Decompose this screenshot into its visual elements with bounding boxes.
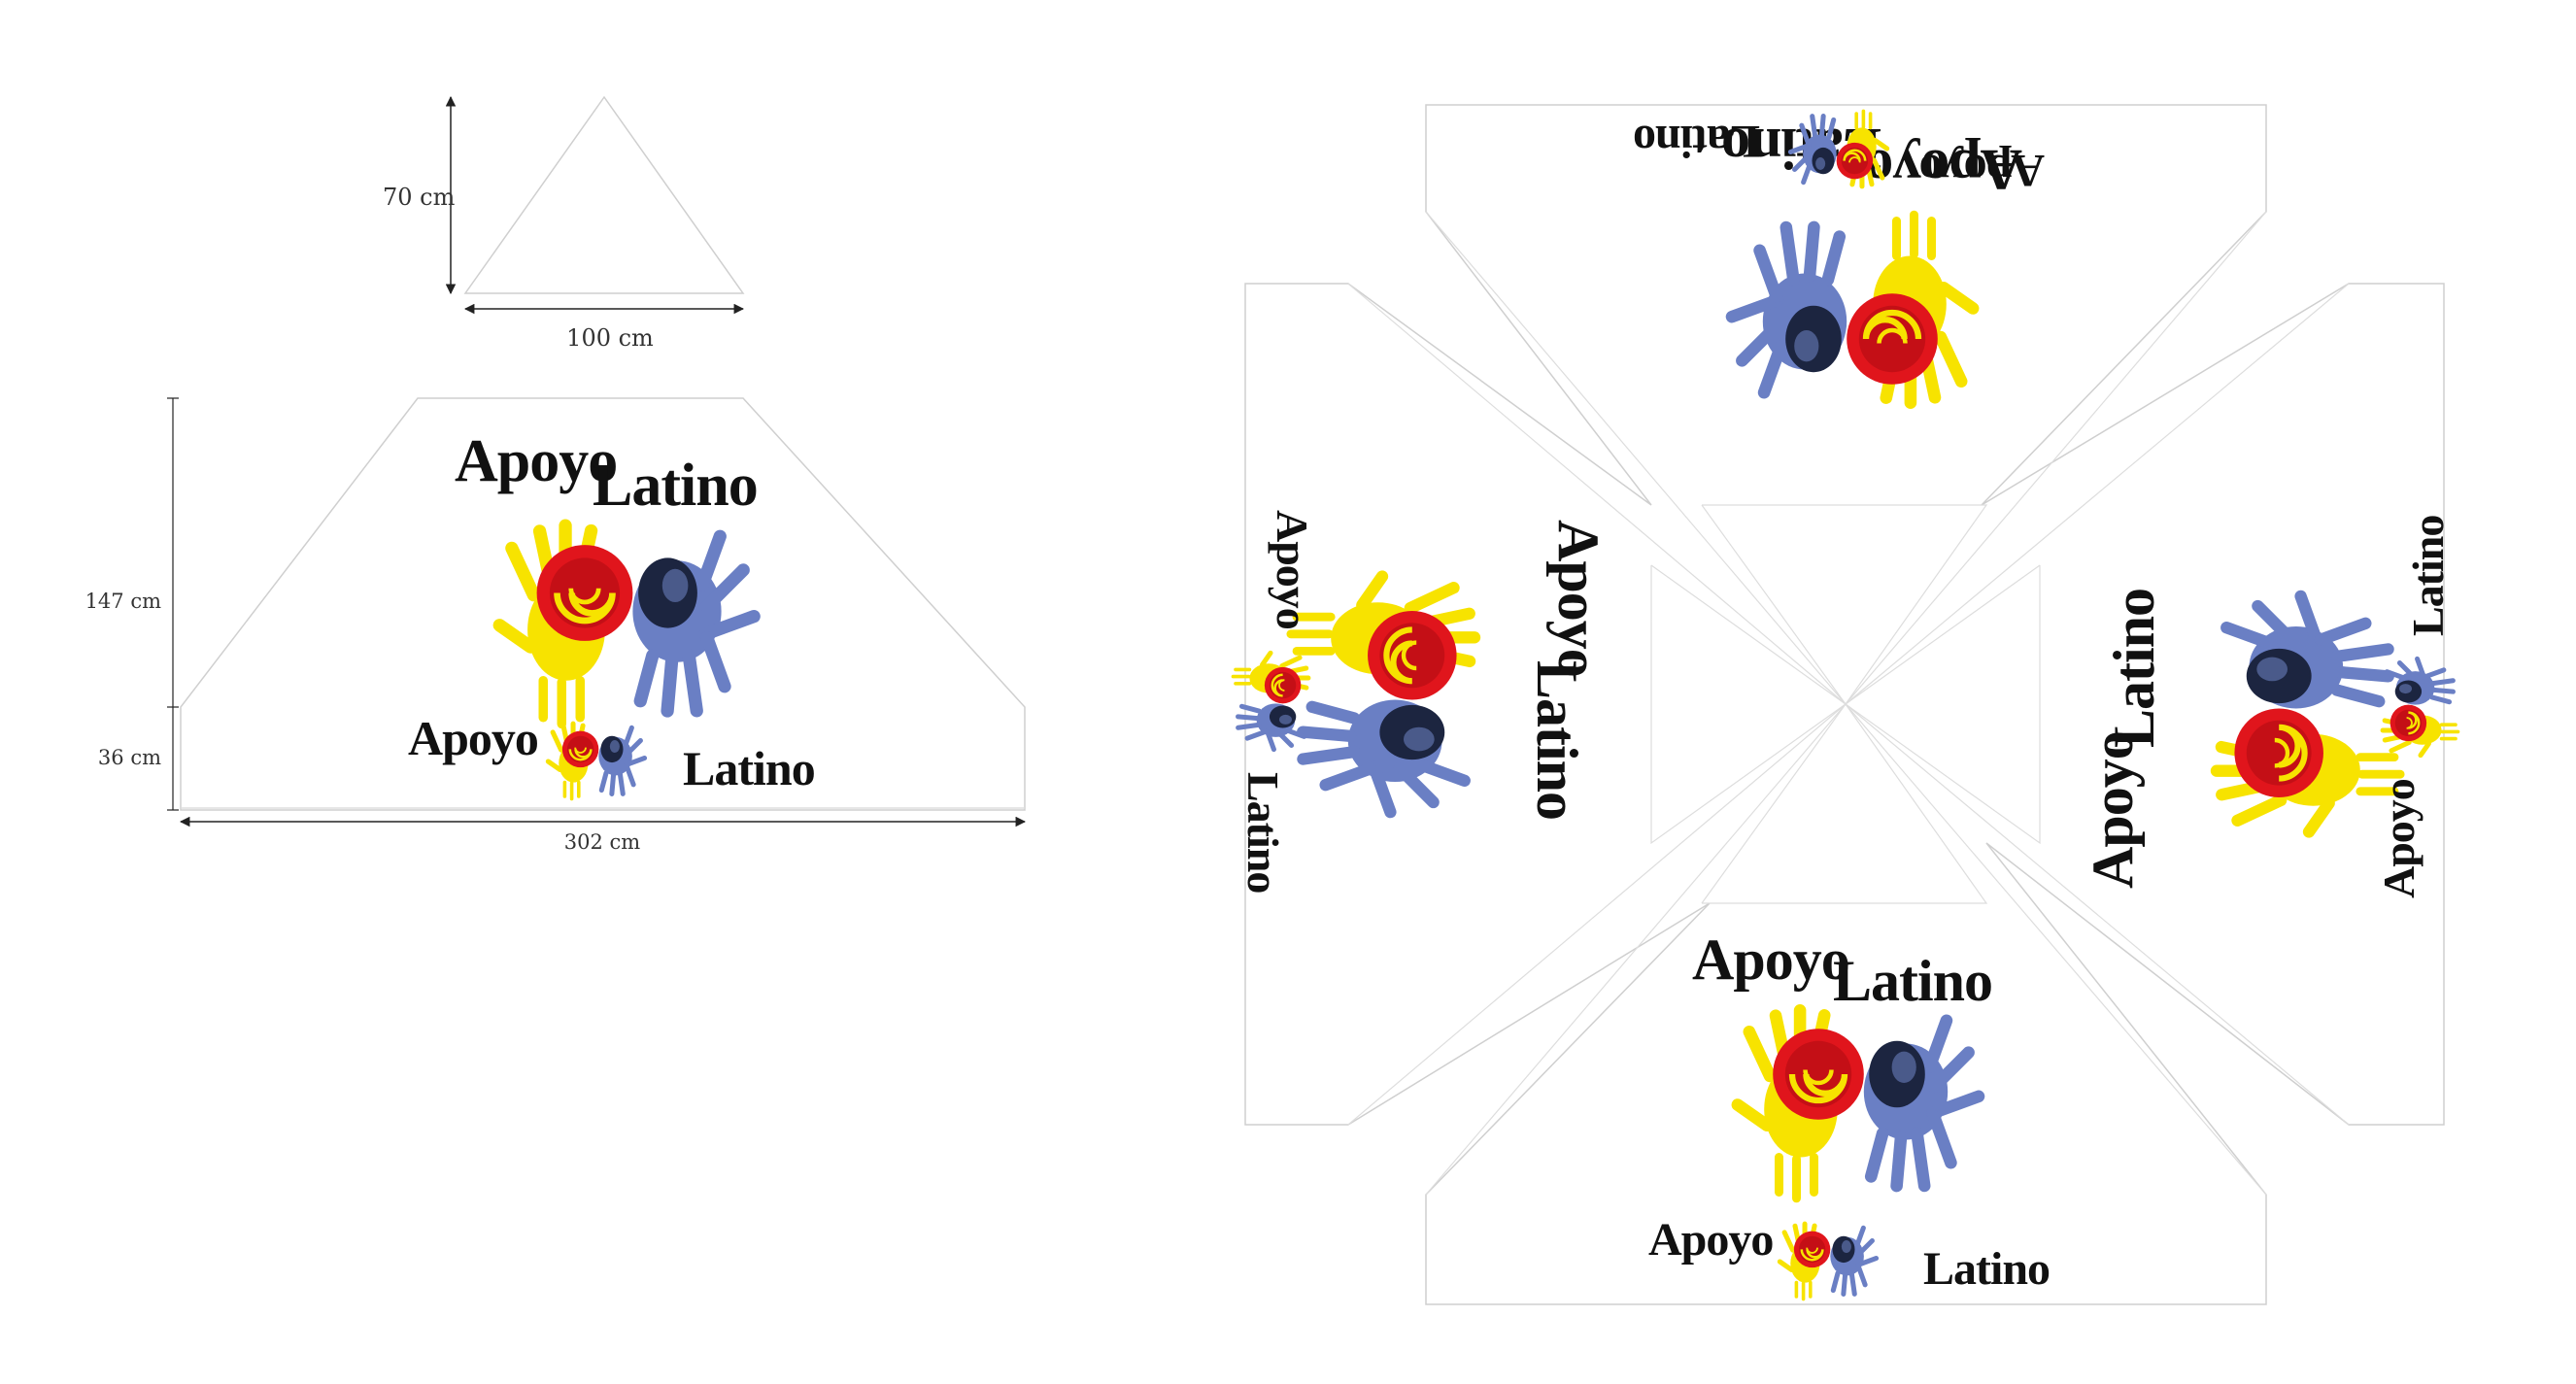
bottom-latino-small: Latino [1923,1243,2050,1295]
panel-top-height-label: 147 cm [85,590,162,613]
bottom-logo-icon [1729,1004,1986,1202]
triangle-height-label: 70 cm [383,184,456,211]
brand-word-apoyo: Apoyo [455,428,617,494]
bottom-logo-small-icon [1777,1222,1880,1301]
panel-bottom: Apoyo Latino Apoyo Latino [1648,928,2051,1301]
canopy-top-view: Apoyo Latino Apoyo Latino Apoyo Latino A… [1232,104,2460,1305]
top-apoyo: Apoyo [1865,138,2022,202]
left-latino: Latino [1525,660,1589,820]
top-apoyo-small: Apoyo [1920,145,2045,196]
left-apoyo-small: Apoyo [1268,510,1317,629]
panel-left: Apoyo Latino [1286,520,1610,820]
right-latino-small: Latino [2403,516,2453,636]
hands-with-rose-icon [491,520,763,729]
panel-bottom-height-label: 36 cm [98,746,161,769]
triangle-base-label: 100 cm [566,324,654,352]
panel-right-small: Apoyo Latino [2374,516,2459,898]
top-latino-small: Latino [1634,116,1760,167]
triangle-piece: 70 cm 100 cm [383,95,745,352]
left-latino-small: Latino [1238,772,1288,893]
panel-left-small: Apoyo Latino [1232,510,1317,893]
brand-word-latino: Latino [593,453,758,519]
brand-word-latino-small: Latino [683,741,815,795]
right-logo-small-icon [2381,656,2460,759]
bottom-apoyo-small: Apoyo [1648,1214,1773,1266]
hands-with-rose-small-icon [545,722,648,801]
left-apoyo: Apoyo [1546,520,1610,677]
panel-top-small: Apoyo Latino [1634,110,2045,196]
panel-flat: 147 cm 36 cm 302 cm Apoyo Latino Apoyo L… [85,397,1027,854]
top-logo-icon [1724,211,1982,409]
panel-width-label: 302 cm [564,830,641,854]
right-apoyo-small: Apoyo [2374,779,2423,898]
bottom-apoyo: Apoyo [1692,928,1849,992]
left-logo-small-icon [1232,650,1311,753]
right-apoyo: Apoyo [2081,731,2145,889]
brand-word-apoyo-small: Apoyo [408,711,538,765]
bottom-latino: Latino [1833,949,1992,1013]
panel-right: Apoyo Latino [2081,589,2405,889]
right-latino: Latino [2102,589,2166,748]
